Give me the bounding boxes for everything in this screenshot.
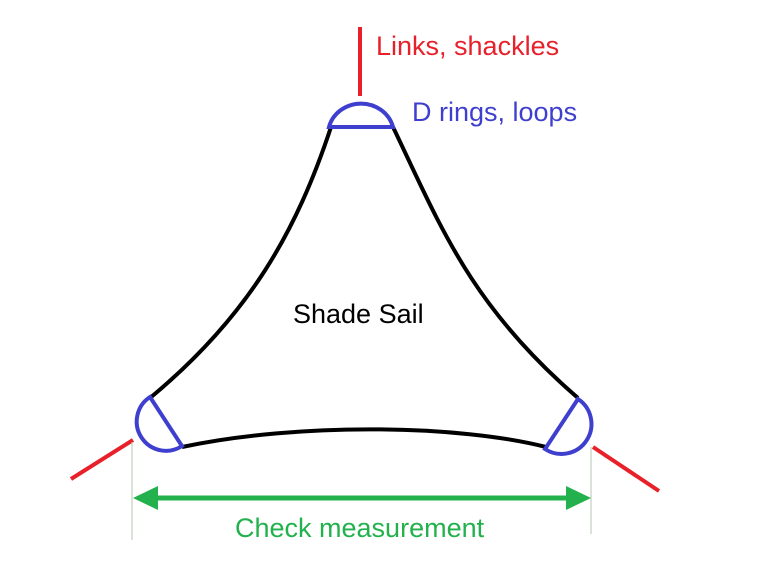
rings-label: D rings, loops bbox=[412, 97, 577, 127]
sail-edge-left bbox=[148, 126, 333, 400]
left-d-ring bbox=[134, 394, 185, 453]
right-link bbox=[591, 445, 661, 493]
left-link bbox=[69, 438, 135, 481]
top-d-ring bbox=[326, 101, 396, 129]
measure-label: Check measurement bbox=[235, 513, 485, 543]
sail-label: Shade Sail bbox=[293, 299, 424, 329]
sail-edge-bottom bbox=[181, 427, 547, 449]
sail-edge-right bbox=[391, 126, 580, 400]
right-d-ring bbox=[542, 396, 594, 456]
measure-arrowhead-right bbox=[566, 486, 591, 510]
links-label: Links, shackles bbox=[376, 31, 559, 61]
measure-arrowhead-left bbox=[133, 486, 158, 510]
